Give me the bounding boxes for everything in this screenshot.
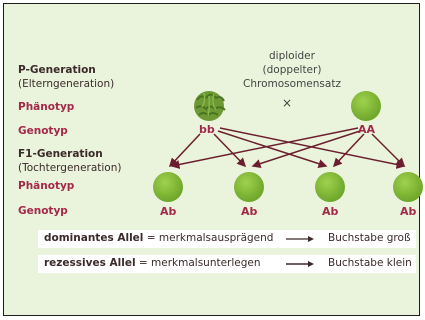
phenotype-label-f1: Phänotyp: [18, 180, 75, 192]
offspring-pea-icon-2: [234, 172, 264, 202]
allele-arrows: [168, 127, 406, 169]
parent-genotype-bb: bb: [199, 123, 215, 136]
legend-dominant-row: dominantes Allel = merkmalsausprägend Bu…: [38, 230, 416, 248]
arrow-a-to-1: [170, 127, 359, 169]
arrow-a-to-3: [332, 133, 365, 168]
arrow-a-to-2: [251, 130, 361, 168]
f1-generation-sublabel: (Tochtergeneration): [18, 162, 122, 174]
legend-dominant-result: Buchstabe groß: [328, 232, 411, 244]
diploid-note-line3: Chromosomensatz: [243, 78, 341, 90]
genotype-label-p: Genotyp: [18, 125, 68, 137]
parent-genotype-AA: AA: [358, 123, 376, 136]
p-generation-label: P-Generation: [18, 64, 96, 76]
arrow-b-to-2: [213, 133, 247, 168]
diploid-note-line1: diploider: [269, 50, 315, 62]
legend-arrow-icon: [286, 236, 314, 242]
legend-dominant-text: dominantes Allel = merkmalsausprägend: [44, 232, 274, 244]
offspring-genotype-1: Ab: [160, 205, 177, 218]
offspring-pea-icon-3: [315, 172, 345, 202]
offspring-pea-icon-1: [153, 172, 183, 202]
arrow-b-to-3: [217, 130, 328, 168]
legend-recessive-text: rezessives Allel = merkmalsunterlegen: [44, 257, 261, 269]
diploid-note-line2: (doppelter): [262, 64, 322, 76]
legend-recessive-row: rezessives Allel = merkmalsunterlegen Bu…: [38, 255, 416, 273]
genotype-label-f1: Genotyp: [18, 205, 68, 217]
p-generation-sublabel: (Elterngeneration): [18, 78, 115, 90]
legend-arrow-icon: [286, 261, 314, 267]
wrinkled-pea-icon: [194, 91, 226, 121]
legend-recessive-result: Buchstabe klein: [328, 257, 412, 269]
smooth-pea-icon: [351, 91, 381, 121]
f1-generation-label: F1-Generation: [18, 148, 103, 160]
cross-symbol: ×: [282, 96, 293, 110]
offspring-pea-icon-4: [393, 172, 423, 202]
phenotype-label-p: Phänotyp: [18, 101, 75, 113]
arrow-a-to-4: [371, 133, 406, 168]
offspring-genotype-3: Ab: [322, 205, 339, 218]
offspring-genotype-4: Ab: [400, 205, 417, 218]
offspring-genotype-2: Ab: [241, 205, 258, 218]
